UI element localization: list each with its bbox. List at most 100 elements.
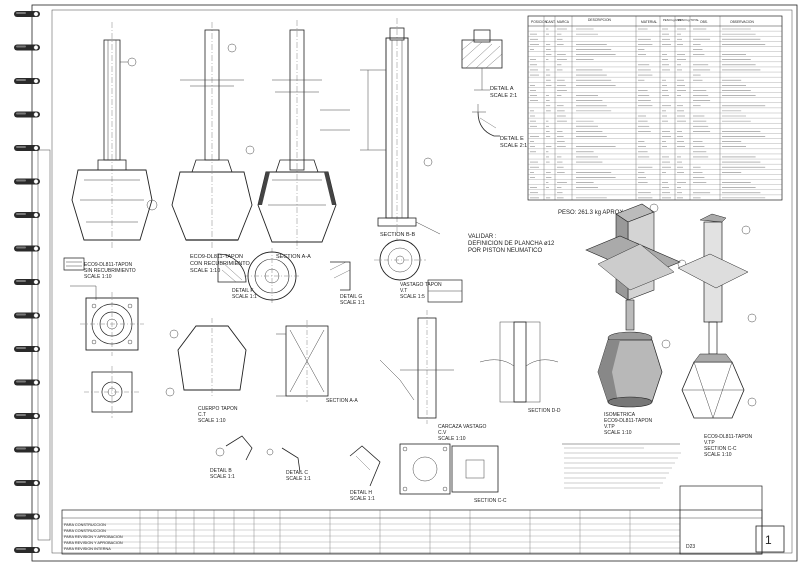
validar-3: POR PISTON NEUMATICO [468,248,542,254]
binding-ring [14,44,40,51]
binding-ring [14,312,40,319]
binding-ring [14,212,40,218]
cuerpo-tapon-view [165,318,247,398]
detail-g-scale: SCALE 1:1 [340,300,365,306]
detail-b-view [215,435,253,461]
detail-h-view [349,445,381,487]
detail-c-title: DETAIL C [286,470,308,476]
detail-e-scale: SCALE 2:1 [500,143,527,149]
carcaza-title: CARCAZA VASTAGO [438,424,487,430]
validar-1: VALIDAR : [468,234,497,240]
plan-view-lower [84,366,140,418]
vastago-title: VASTAGO TAPON [400,282,442,288]
section-dd-label: SECTION D-D [528,408,561,414]
section-cc2-title: ECO9-DL811-TAPON [704,434,753,440]
circular-plan-view [244,248,300,304]
vastago-view [427,279,463,303]
bom-header-cant: CANT. [546,20,556,24]
isometrica-mark: V.TP [604,424,615,430]
title-block [61,509,763,555]
revision-5: PARA REVISION INTERNA [64,547,111,551]
sheet-code: D23 [686,544,695,550]
sheet-number-box [755,525,785,553]
elevation-label-3: SCALE 1:10 [190,268,220,274]
detail-b-scale: SCALE 1:1 [210,474,235,480]
binding-ring [14,379,40,386]
detail-e-title: DETAIL E [500,136,524,142]
detail-a-scale: SCALE 2:1 [490,93,517,99]
validar-2: DEFINICION DE PLANCHA ø12 [468,241,555,247]
vastago-code: V.T [400,288,407,294]
detail-e-view [472,104,500,137]
bom-header-peso-total: PESO kg TOTAL [678,18,699,22]
detail-h-scale: SCALE 1:1 [350,496,375,502]
section-cc2-scale: SCALE 1:10 [704,452,732,458]
elevation-coated-view [171,22,255,250]
binding-ring [14,513,40,520]
binding-ring [14,413,40,419]
section-cc-view [399,443,499,495]
elevation-label-1: ECO9-DL811-TAPON [190,254,243,260]
bom-header-desc: DESCRIPCION [588,18,612,22]
binding-ring [14,78,40,84]
isometrica-scale: SCALE 1:10 [604,430,632,436]
binding-ring [14,245,40,252]
revision-3: PARA REVISION Y APROBACION [64,535,123,539]
revision-strip [37,149,51,541]
left-label-1: ECO9-DL811-TAPON [84,262,133,268]
detail-f-title: DETAIL F [232,288,253,294]
binding-ring [14,480,40,486]
bom-header-observacion: OBSERVACION [730,20,754,24]
vastago-scale: SCALE 1:5 [400,294,425,300]
isometric-view [585,203,687,408]
inner-border [51,9,793,554]
detail-a-view [461,29,503,91]
bom-header-marca: MARCA [557,20,570,24]
section-cc2-label: SECTION C-C [704,446,737,452]
binding-ring [14,11,40,17]
notes-block [562,443,681,489]
bom-header-pos: POSICION [531,20,548,24]
binding-ring [14,145,40,151]
binding-ring [14,346,40,352]
section-bb-view [360,18,441,240]
cuerpo-title: CUERPO TAPON [198,406,238,412]
detail-c-view [266,447,301,473]
detail-c-scale: SCALE 1:1 [286,476,311,482]
plan-view-plate [80,292,144,356]
detail-a-title: DETAIL A [490,86,514,92]
carcaza-shaft-view [379,310,454,424]
binding-ring [14,279,40,285]
elevation-label-2: CON RECUBRIMIENTO [190,261,251,267]
detail-h-title: DETAIL H [350,490,372,496]
bom-header-material: MATERIAL [641,20,657,24]
section-bb-label: SECTION B-B [380,232,415,238]
bill-of-materials-table [527,15,783,201]
elevation-view [71,22,158,250]
section-cc-label: SECTION C-C [474,498,507,504]
spiral-binding [14,11,40,553]
binding-ring [14,446,40,453]
revision-2: PARA CONSTRUCCION [64,529,106,533]
carcaza-code: C.V [438,430,447,436]
binding-ring [14,111,40,118]
section-cc-right-view [677,213,757,419]
detail-g-view [329,261,351,291]
binding-ring [14,178,40,185]
detail-g-title: DETAIL G [340,294,362,300]
circular-plan-view-right [374,239,426,281]
cuerpo-scale: SCALE 1:10 [198,418,226,424]
section-cc2-code: V.TP [704,440,715,446]
sheet-number: 1 [765,533,772,547]
cuerpo-code: C.T [198,412,206,418]
revision-4: PARA REVISION Y APROBACION [64,541,123,545]
detail-f-scale: SCALE 1:1 [232,294,257,300]
detail-b-title: DETAIL B [210,468,232,474]
section-aa2-label: SECTION A-A [326,398,358,404]
binding-ring [14,547,40,553]
isometrica-title: ISOMETRICA [604,412,636,418]
left-label-2: SIN RECUBRIMIENTO [84,268,136,274]
weight-note: PESO: 261.3 kg APROX. [558,210,625,216]
